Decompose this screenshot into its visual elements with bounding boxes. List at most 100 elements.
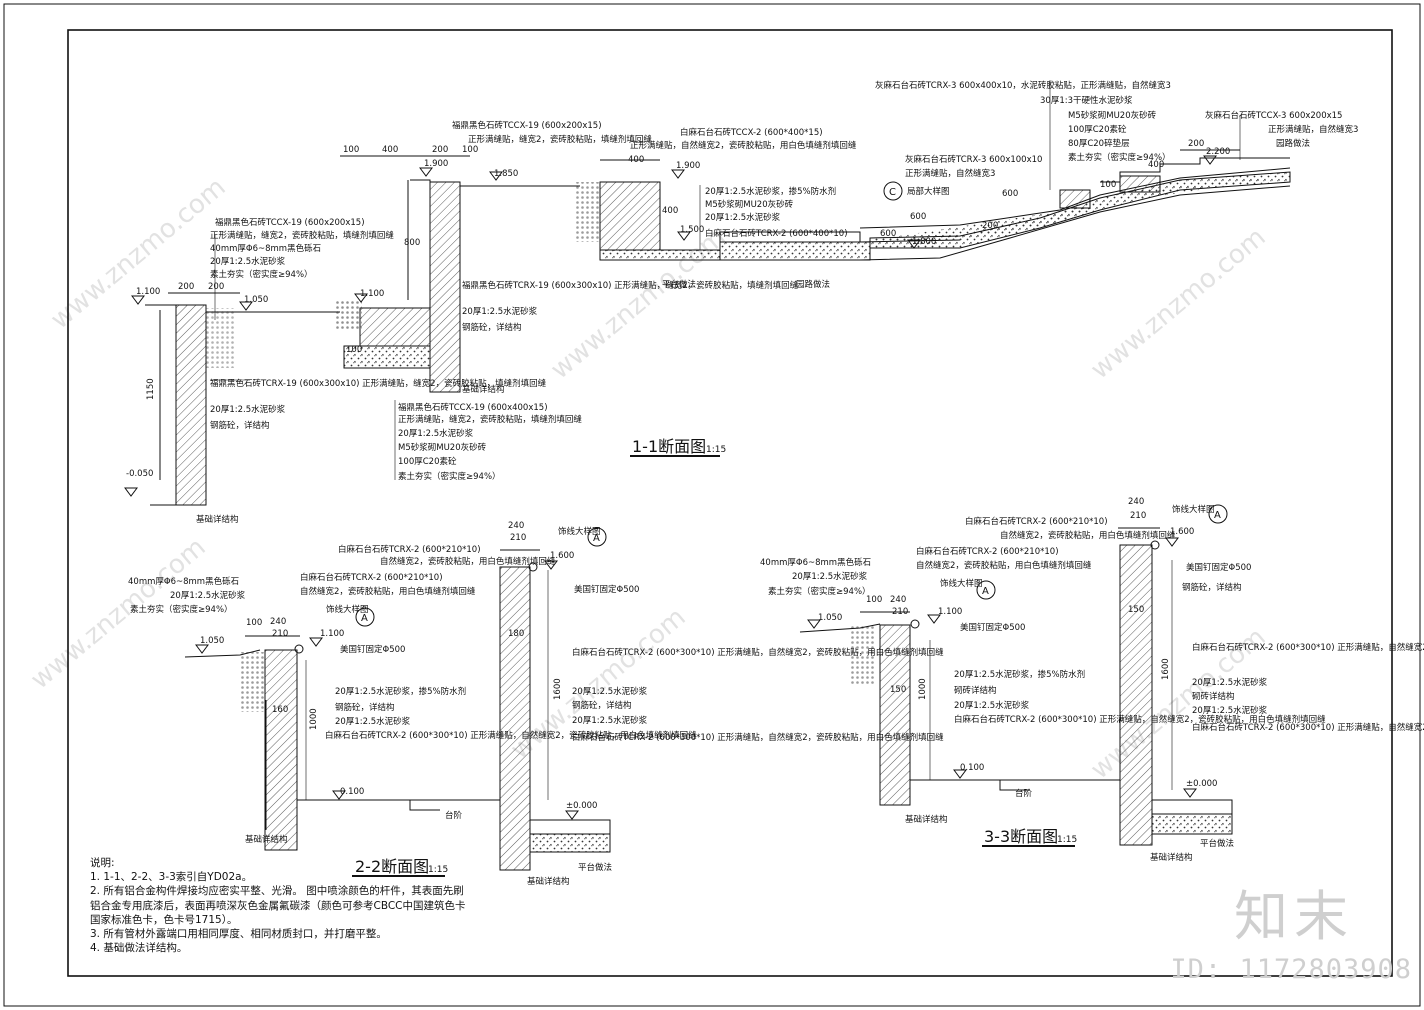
section-1-1 bbox=[145, 80, 1291, 506]
annotation: 白麻石台石砖TCRX-2 (600*300*10) 正形满缝贴，自然缝宽2，瓷砖… bbox=[1192, 642, 1424, 653]
dimension: 400 bbox=[382, 145, 398, 155]
dimension: 200 bbox=[208, 282, 224, 292]
annotation: 20厚1:2.5水泥砂浆，掺5%防水剂 bbox=[335, 686, 466, 697]
watermark-text: www.znzmo.com bbox=[1085, 222, 1271, 385]
note-item: 4. 基础做法详结构。 bbox=[90, 942, 188, 955]
dimension: 1.600 bbox=[1170, 527, 1194, 537]
dimension: 240 bbox=[890, 595, 906, 605]
annotation: 白麻石台石砖TCRX-2 (600*300*10) 正形满缝贴，自然缝宽2，瓷砖… bbox=[572, 732, 944, 743]
dimension: 180 bbox=[508, 629, 524, 639]
annotation: 饰线大样图 bbox=[1172, 504, 1215, 515]
dimension: 400 bbox=[662, 206, 678, 216]
level-markers-1 bbox=[124, 155, 1217, 497]
annotation: 白麻石台石砖TCRX-2 (600*210*10) bbox=[300, 572, 443, 583]
annotation: 30厚1:3干硬性水泥砂浆 bbox=[1040, 95, 1133, 106]
annotation: 100厚C20素砼 bbox=[398, 456, 457, 467]
annotation: 80厚C20碎垫层 bbox=[1068, 138, 1130, 149]
dimension: 100 bbox=[462, 145, 478, 155]
annotation: 100厚C20素砼 bbox=[1068, 124, 1127, 135]
annotation: 美国钉固定Φ500 bbox=[960, 622, 1025, 633]
annotation: 灰麻石台石砖TCRX-3 600x100x10 bbox=[905, 154, 1042, 165]
annotation: 20厚1:2.5水泥砂浆 bbox=[335, 716, 411, 727]
dimension: 600 bbox=[1002, 189, 1018, 199]
annotation: 20厚1:2.5水泥砂浆 bbox=[1192, 677, 1268, 688]
note-item: 2. 所有铝合金构件焊接均应密实平整、光滑。 图中喷涂颜色的杆件，其表面先刷 bbox=[90, 885, 464, 898]
annotation: 钢筋砼，详结构 bbox=[1182, 582, 1242, 593]
annotation: 基础详结构 bbox=[462, 384, 505, 395]
dimension: 1.600 bbox=[550, 551, 574, 561]
annotation: 美国钉固定Φ500 bbox=[340, 644, 405, 655]
watermark-id: ID: 1172803908 bbox=[1170, 954, 1412, 985]
annotation: 正形满缝贴，自然缝宽3 bbox=[905, 168, 995, 179]
level-markers-3 bbox=[807, 537, 1197, 798]
section-2-annotations: 白麻石台石砖TCRX-2 (600*210*10) 自然缝宽2，瓷砖胶粘贴，用白… bbox=[128, 526, 944, 887]
dimension: 240 bbox=[508, 521, 524, 531]
annotation: 白麻石台石砖TCRX-2 (600*210*10) bbox=[916, 546, 1059, 557]
annotation: 20厚1:2.5水泥砂浆 bbox=[170, 590, 246, 601]
section-2-dimensions: 240 210 1.600 1.050 100 240 210 1.100 10… bbox=[200, 521, 597, 811]
annotation: 素土夯实（密实度≥94%） bbox=[1068, 152, 1171, 163]
annotation: 自然缝宽2，瓷砖胶粘贴，用白色填缝剂填回缝 bbox=[380, 556, 556, 567]
section-3-title: 3-3断面图 bbox=[984, 827, 1058, 846]
level-markers-2 bbox=[195, 560, 579, 820]
annotation: 福鼎黑色石砖TCCX-19 (600x200x15) bbox=[452, 120, 602, 131]
annotation: 20厚1:2.5水泥砂浆 bbox=[954, 700, 1030, 711]
annotation: 局部大样图 bbox=[907, 186, 950, 197]
annotation: 饰线大样图 bbox=[326, 604, 369, 615]
section-3-scale: 1:15 bbox=[1057, 835, 1077, 845]
inner-frame bbox=[67, 29, 1393, 977]
annotation: 40mm厚Φ6~8mm黑色砾石 bbox=[760, 557, 871, 568]
dimension: 600 bbox=[880, 229, 896, 239]
detail-marker-a bbox=[587, 527, 607, 547]
annotation: 20厚1:2.5水泥砂浆 bbox=[572, 686, 648, 697]
dimension: 210 bbox=[272, 629, 288, 639]
detail-marker-a bbox=[355, 607, 375, 627]
annotation: 40mm厚Φ6~8mm黑色砾石 bbox=[210, 243, 321, 254]
annotation: 钢筋砼，详结构 bbox=[335, 702, 395, 713]
section-1-title: 1-1断面图 bbox=[632, 437, 706, 456]
detail-marker-a-label: A bbox=[361, 613, 368, 624]
annotation: 20厚1:2.5水泥砂浆 bbox=[792, 571, 868, 582]
dimension: 1.100 bbox=[136, 287, 160, 297]
section-1-dimensions: 100 400 200 100 200 1.900 1.850 400 1.90… bbox=[126, 139, 1230, 479]
detail-marker-c bbox=[883, 181, 903, 201]
dimension: 0.100 bbox=[960, 763, 984, 773]
dimension: 100 bbox=[246, 618, 262, 628]
annotation: 20厚1:2.5水泥砂浆，掺5%防水剂 bbox=[954, 669, 1085, 680]
dimension: 200 bbox=[1188, 139, 1204, 149]
annotation: 饰线大样图 bbox=[558, 526, 601, 537]
section-3-3 bbox=[799, 527, 1233, 846]
dimension: 210 bbox=[892, 607, 908, 617]
watermark-brand: 知末 bbox=[1234, 885, 1354, 948]
dimension: 400 bbox=[628, 155, 644, 165]
annotation: 20厚1:2.5水泥砂浆 bbox=[398, 428, 474, 439]
dimension: 160 bbox=[272, 705, 288, 715]
annotation: 素土夯实（密实度≥94%） bbox=[768, 586, 871, 597]
annotation: 20厚1:2.5水泥砂浆 bbox=[210, 404, 286, 415]
dimension: 600 bbox=[910, 212, 926, 222]
dimension: 100 bbox=[866, 595, 882, 605]
annotation: 自然缝宽2，瓷砖胶粘贴，用白色填缝剂填回缝 bbox=[916, 560, 1092, 571]
section-3-annotations: 白麻石台石砖TCRX-2 (600*210*10) 自然缝宽2，瓷砖胶粘贴，用白… bbox=[760, 504, 1424, 863]
annotation: 白麻石台石砖TCRX-2 (600*400*10) bbox=[705, 228, 848, 239]
dimension: 1600 bbox=[1161, 658, 1171, 680]
dimension: 150 bbox=[1128, 605, 1144, 615]
annotation: 福鼎黑色石砖TCRX-19 (600x300x10) 正形满缝贴，缝宽2，瓷砖胶… bbox=[462, 280, 799, 291]
dimension: 1.500 bbox=[680, 225, 704, 235]
section-1-scale: 1:15 bbox=[706, 445, 726, 455]
annotation: 福鼎黑色石砖TCCX-19 (600x200x15) bbox=[215, 217, 365, 228]
annotation: 台阶 bbox=[1015, 788, 1033, 799]
annotation: 40mm厚Φ6~8mm黑色砾石 bbox=[128, 576, 239, 587]
dimension: 210 bbox=[510, 533, 526, 543]
dimension: 1.800 bbox=[912, 237, 936, 247]
dimension: 1150 bbox=[146, 378, 156, 400]
annotation: 钢筋砼，详结构 bbox=[462, 322, 522, 333]
note-item: 1. 1-1、2-2、3-3索引自YD02a。 bbox=[90, 871, 253, 884]
general-notes: 说明: 1. 1-1、2-2、3-3索引自YD02a。 2. 所有铝合金构件焊接… bbox=[90, 856, 510, 955]
note-item: 铝合金专用底漆后，表面再喷深灰色金属氟碳漆（颜色可参考CBCC中国建筑色卡 bbox=[90, 899, 466, 912]
annotation: 白麻石台石砖TCCX-2 (600*400*15) bbox=[680, 127, 823, 138]
annotation: 基础详结构 bbox=[245, 834, 288, 845]
note-item: 国家标准色卡，色卡号1715）。 bbox=[90, 913, 238, 926]
annotation: 白麻石台石砖TCRX-2 (600*210*10) bbox=[965, 516, 1108, 527]
